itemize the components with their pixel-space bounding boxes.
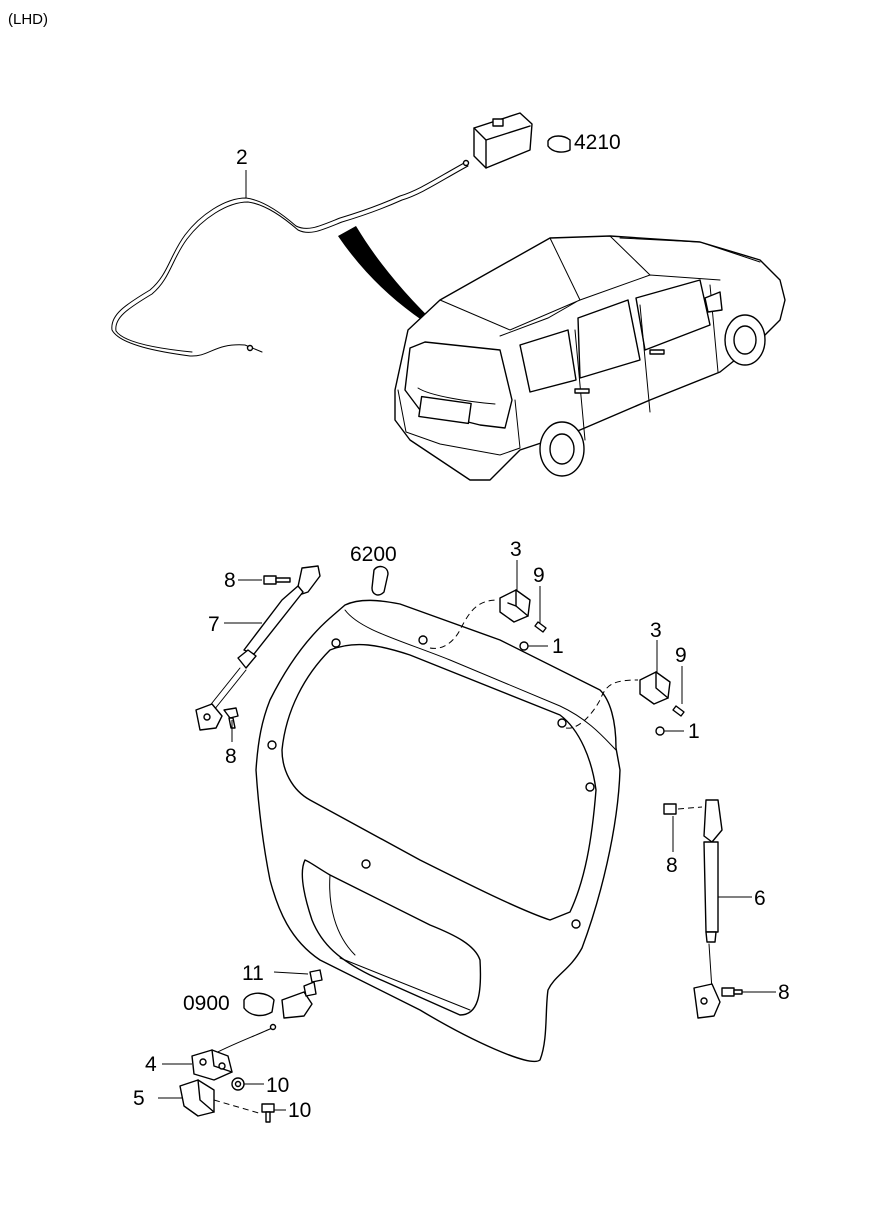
latch-4 xyxy=(191,1023,277,1081)
gas-strut-right xyxy=(663,799,743,1019)
bolts-10 xyxy=(231,1077,275,1123)
callout-0900: 0900 xyxy=(183,992,230,1015)
tailgate-panel xyxy=(255,599,621,1062)
callout-3-right: 3 xyxy=(650,619,662,642)
hinge-right xyxy=(639,671,685,736)
callout-6: 6 xyxy=(754,887,766,910)
gas-strut-left xyxy=(195,565,321,731)
callout-10-lower: 10 xyxy=(288,1099,311,1122)
callout-5: 5 xyxy=(133,1087,145,1110)
callout-3-left: 3 xyxy=(510,538,522,561)
callout-8-right-bottom: 8 xyxy=(778,981,790,1004)
callout-2: 2 xyxy=(236,146,248,169)
leader-lines xyxy=(158,170,776,1111)
latch-actuator-0900 xyxy=(243,981,317,1019)
callout-1-right: 1 xyxy=(688,720,700,743)
callout-8-left: 8 xyxy=(225,745,237,768)
callout-4210: 4210 xyxy=(574,131,621,154)
callout-8-right-top: 8 xyxy=(666,854,678,877)
hinge-locator-line-left xyxy=(429,599,499,649)
callout-9-right: 9 xyxy=(675,644,687,667)
release-lever-4210 xyxy=(473,112,571,169)
callout-10-upper: 10 xyxy=(266,1074,289,1097)
callout-7: 7 xyxy=(208,613,220,636)
callout-8-top-left: 8 xyxy=(224,569,236,592)
callout-1-left: 1 xyxy=(552,635,564,658)
callout-9-left: 9 xyxy=(533,564,545,587)
vehicle-rear-view xyxy=(394,235,786,481)
striker-11 xyxy=(309,969,323,983)
hinge-locator-line-right xyxy=(565,679,639,729)
location-pointer xyxy=(338,226,450,338)
callout-6200: 6200 xyxy=(350,543,397,566)
release-cable xyxy=(111,159,470,357)
latch-5 xyxy=(179,1079,263,1117)
variant-label: (LHD) xyxy=(8,11,48,28)
clip-6200 xyxy=(371,565,389,596)
callout-4: 4 xyxy=(145,1053,157,1076)
callout-11: 11 xyxy=(242,962,264,985)
hinge-left xyxy=(499,589,547,651)
